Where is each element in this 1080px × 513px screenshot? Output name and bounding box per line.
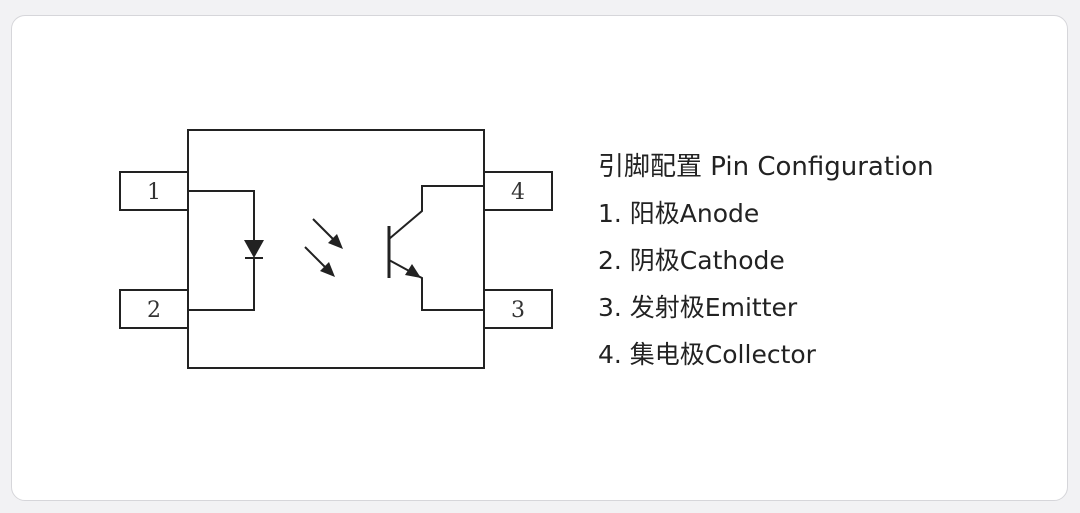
legend-item-cathode: 2. 阴极Cathode	[598, 246, 785, 275]
legend-title: 引脚配置 Pin Configuration	[598, 152, 934, 182]
package-body	[187, 129, 485, 369]
pin-label-1: 1	[147, 180, 161, 205]
light-arrow-1	[312, 218, 336, 242]
led-diode-triangle	[244, 240, 264, 258]
emitter-wire	[388, 259, 412, 273]
light-arrow-head-1	[328, 234, 343, 249]
pin-configuration-legend: 引脚配置 Pin Configuration 1. 阳极Anode 2. 阴极C…	[598, 150, 934, 385]
light-arrow-2	[304, 246, 328, 270]
cathode-wire	[188, 258, 255, 311]
emitter-arrow-head	[405, 264, 421, 278]
legend-item-collector: 4. 集电极Collector	[598, 340, 816, 369]
pin-label-4: 4	[511, 180, 525, 205]
emitter-lead	[415, 274, 484, 311]
pin-label-3: 3	[511, 298, 525, 323]
anode-wire	[188, 190, 255, 240]
pin-tab-4	[483, 171, 553, 211]
legend-item-emitter: 3. 发射极Emitter	[598, 293, 798, 322]
pin-label-2: 2	[147, 298, 161, 323]
light-arrow-head-2	[320, 262, 335, 277]
collector-wire	[388, 185, 484, 240]
legend-item-anode: 1. 阳极Anode	[598, 199, 760, 228]
